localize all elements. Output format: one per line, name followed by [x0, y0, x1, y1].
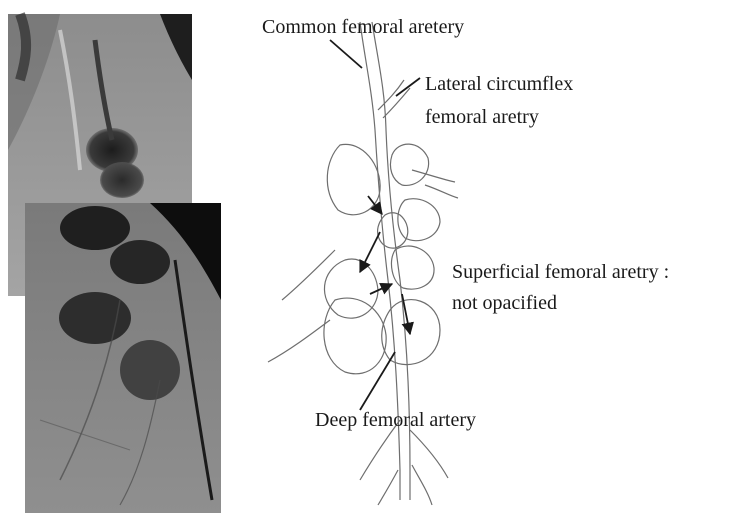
label-lateral-circumflex-1: Lateral circumflex — [425, 73, 573, 95]
label-superficial-femoral-2: not opacified — [452, 292, 557, 314]
angiogram-image-lower — [25, 203, 221, 513]
arrow-deep-femoral — [360, 352, 395, 410]
label-superficial-femoral-1: Superficial femoral aretry : — [452, 261, 669, 283]
arrow-sketch-2 — [360, 232, 380, 272]
label-deep-femoral: Deep femoral artery — [315, 409, 476, 431]
label-lateral-circumflex-2: femoral aretry — [425, 106, 539, 128]
label-common-femoral: Common femoral aretery — [262, 16, 464, 38]
arrow-common-femoral — [330, 40, 362, 68]
